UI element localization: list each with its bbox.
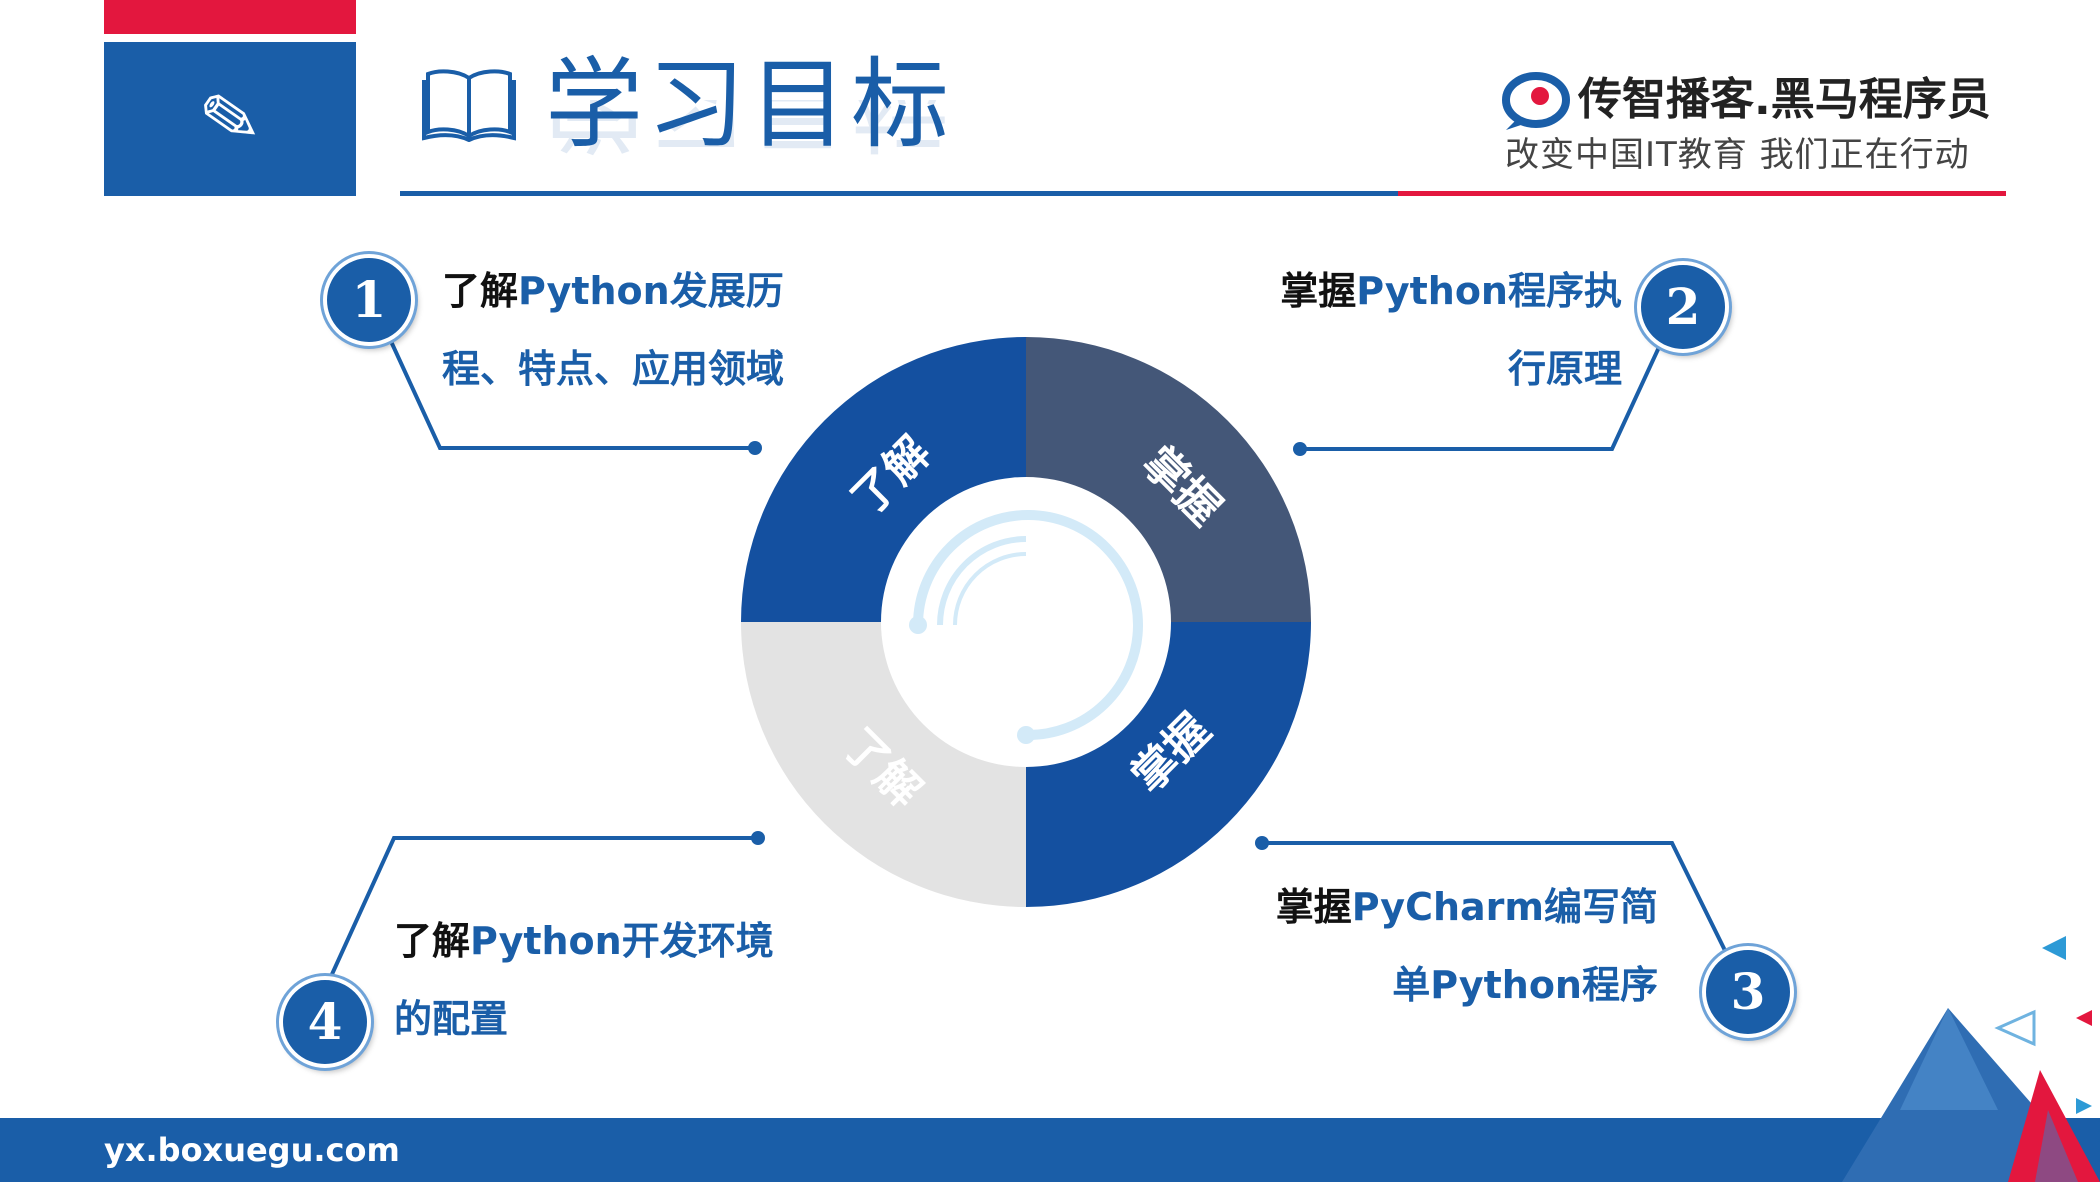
objective-number-3: 3 bbox=[1702, 946, 1794, 1038]
objective-4-line1: Python开发环境 bbox=[470, 919, 774, 963]
donut-segment-top-right bbox=[1026, 337, 1311, 622]
objective-number-2: 2 bbox=[1637, 261, 1729, 353]
header-red-bar bbox=[104, 0, 356, 34]
donut-segment-bottom-right bbox=[1026, 622, 1311, 907]
footer-bar bbox=[0, 1118, 2100, 1182]
objective-3-verb: 掌握 bbox=[1275, 885, 1352, 929]
donut-segment-top-left bbox=[741, 337, 1026, 622]
brand-logo-icon bbox=[1502, 72, 1570, 130]
objective-4-verb: 了解 bbox=[394, 919, 471, 963]
corner-triangles-decoration bbox=[1842, 936, 2100, 1182]
objective-4-line2: 的配置 bbox=[394, 997, 509, 1041]
header-icon-box: ✎ bbox=[104, 42, 356, 196]
objective-2-verb: 掌握 bbox=[1280, 269, 1357, 313]
header-divider-red bbox=[1398, 191, 2006, 196]
connector-4 bbox=[316, 836, 758, 1006]
objective-1-text: 了解Python发展历 程、特点、应用领域 bbox=[442, 252, 882, 408]
objective-3-line2: 单Python程序 bbox=[1392, 963, 1658, 1007]
objective-3-line1: PyCharm编写简 bbox=[1351, 885, 1658, 929]
objective-number-4: 4 bbox=[279, 976, 371, 1068]
objective-2-text: 掌握Python程序执 行原理 bbox=[1150, 252, 1622, 408]
objective-1-line1: Python发展历 bbox=[518, 269, 784, 313]
objective-2-line1: Python程序执 bbox=[1356, 269, 1622, 313]
objective-2-line2: 行原理 bbox=[1507, 347, 1622, 391]
brand-name: 传智播客.黑马程序员 bbox=[1578, 74, 1991, 125]
footer-url: yx.boxuegu.com bbox=[104, 1131, 400, 1169]
book-icon bbox=[422, 69, 516, 142]
header-divider-blue bbox=[400, 191, 1398, 196]
objective-4-text: 了解Python开发环境 的配置 bbox=[394, 902, 894, 1058]
objective-3-text: 掌握PyCharm编写简 单Python程序 bbox=[1168, 868, 1658, 1024]
objective-1-line2: 程、特点、应用领域 bbox=[442, 347, 785, 391]
objective-number-1: 1 bbox=[323, 254, 415, 346]
brand-slogan: 改变中国IT教育 我们正在行动 bbox=[1505, 135, 1970, 175]
connector-3 bbox=[1262, 841, 1744, 986]
donut-segment-bottom-left bbox=[741, 622, 1026, 907]
page-title: 学习目标 bbox=[545, 48, 954, 162]
objective-1-verb: 了解 bbox=[442, 269, 519, 313]
connector-2 bbox=[1300, 305, 1680, 451]
connector-1 bbox=[370, 299, 755, 450]
